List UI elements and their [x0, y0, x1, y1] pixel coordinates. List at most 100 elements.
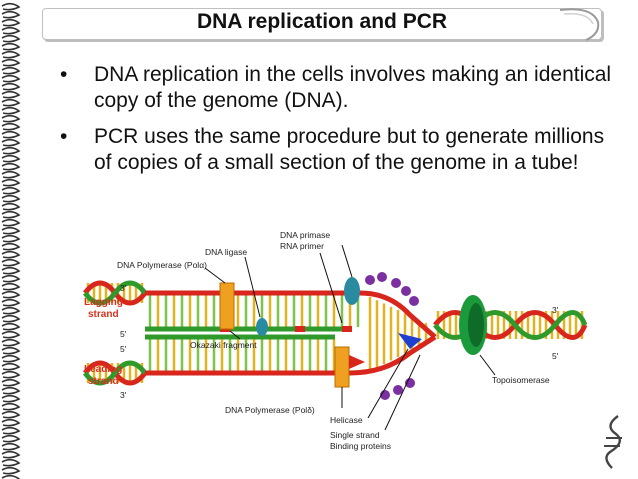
binder-coil — [1, 90, 21, 99]
binder-coil — [1, 402, 21, 411]
binder-coil — [1, 10, 21, 19]
label-ssb-2: Binding proteins — [330, 441, 391, 451]
end-label: 5' — [120, 344, 127, 354]
bullet-text: DNA replication in the cells involves ma… — [94, 63, 612, 112]
leading-helix-strand-green — [83, 360, 147, 386]
binder-coil — [1, 250, 21, 259]
binder-coil — [1, 298, 21, 307]
binder-coil — [1, 346, 21, 355]
binder-coil — [1, 2, 21, 11]
binder-coil — [1, 410, 21, 419]
binder-coil — [1, 42, 21, 51]
bullet-symbol: • — [60, 125, 68, 148]
binder-coil — [1, 434, 21, 443]
pointer-line — [341, 244, 353, 278]
binder-coil — [1, 282, 21, 291]
helicase — [398, 333, 422, 349]
binder-coil — [1, 386, 21, 395]
binder-coil — [1, 122, 21, 131]
label-leading-2: strand — [88, 376, 119, 387]
binder-coil — [1, 322, 21, 331]
label-dna-ligase: DNA ligase — [205, 247, 247, 257]
lagging-template-strand — [145, 290, 437, 339]
label-rna-primer: RNA primer — [280, 241, 324, 251]
binder-coil — [1, 458, 21, 467]
ssb-protein — [393, 385, 403, 395]
pointer-line — [367, 348, 409, 419]
binder-coil — [1, 314, 21, 323]
pointer-line — [244, 256, 261, 318]
label-dna-pol-alpha: DNA Polymerase (Polα) — [117, 260, 207, 270]
binder-coil — [1, 218, 21, 227]
binder-coil — [1, 370, 21, 379]
rna-primer-segment — [342, 326, 352, 332]
binder-coil — [1, 50, 21, 59]
binder-coil — [1, 178, 21, 187]
binder-spiral — [1, 2, 21, 479]
binder-coil — [1, 98, 21, 107]
ssb-protein — [409, 296, 419, 306]
title-box — [42, 8, 602, 40]
ssb-protein — [391, 278, 401, 288]
binder-coil — [1, 194, 21, 203]
ssb-protein — [401, 286, 411, 296]
binder-coil — [1, 26, 21, 35]
label-dna-primase: DNA primase — [280, 230, 330, 240]
dna-polymerase-delta — [334, 346, 350, 388]
bullet-item: • DNA replication in the cells involves … — [60, 62, 620, 114]
bullet-item: • PCR uses the same procedure but to gen… — [60, 124, 620, 176]
end-label: 5' — [120, 329, 127, 339]
binder-coil — [1, 74, 21, 83]
binder-coil — [1, 146, 21, 155]
leading-arrow — [349, 355, 365, 369]
binder-coil — [1, 226, 21, 235]
bullet-text: PCR uses the same procedure but to gener… — [94, 125, 605, 174]
end-label: 5' — [552, 351, 559, 361]
binder-coil — [1, 138, 21, 147]
label-helicase: Helicase — [330, 415, 363, 425]
pointer-line — [479, 354, 496, 376]
label-okazaki: Okazaki fragment — [190, 340, 257, 350]
binder-coil — [1, 274, 21, 283]
topoisomerase-back — [468, 303, 484, 347]
label-lagging-2: strand — [88, 309, 119, 320]
binder-coil — [1, 362, 21, 371]
binder-coil — [1, 442, 21, 451]
binder-coil — [1, 170, 21, 179]
binder-coil — [1, 82, 21, 91]
label-lagging-1: Lagging — [84, 297, 123, 308]
lagging-helix-strand-green — [83, 280, 147, 306]
corner-ornament — [604, 415, 622, 469]
binder-coil — [1, 306, 21, 315]
pointer-line — [319, 252, 343, 324]
pointer-line — [384, 354, 421, 431]
rna-primer-segment — [295, 326, 305, 332]
binder-coil — [1, 394, 21, 403]
end-label: 3' — [552, 305, 559, 315]
binder-coil — [1, 474, 21, 479]
ssb-protein — [405, 378, 415, 388]
binder-coil — [1, 66, 21, 75]
label-topoisomerase: Topoisomerase — [492, 375, 550, 385]
binder-coil — [1, 338, 21, 347]
binder-coil — [1, 418, 21, 427]
binder-coil — [1, 290, 21, 299]
leading-template-strand — [145, 334, 437, 376]
dna-primase — [344, 277, 360, 305]
label-dna-pol-delta: DNA Polymerase (Polδ) — [225, 405, 315, 415]
end-label: 3' — [120, 390, 127, 400]
page-title: DNA replication and PCR — [196, 10, 448, 33]
binder-coil — [1, 354, 21, 363]
label-leading-1: Leading — [84, 364, 122, 375]
binder-coil — [1, 330, 21, 339]
single-strand-binding-proteins — [365, 272, 419, 400]
page-curl-decoration — [559, 8, 600, 41]
binder-coil — [1, 34, 21, 43]
binder-coil — [1, 210, 21, 219]
binder-coil — [1, 186, 21, 195]
ssb-protein — [365, 275, 375, 285]
dna-polymerase-alpha — [219, 282, 235, 330]
binder-coil — [1, 106, 21, 115]
end-label: 3' — [120, 283, 127, 293]
binder-coil — [1, 18, 21, 27]
